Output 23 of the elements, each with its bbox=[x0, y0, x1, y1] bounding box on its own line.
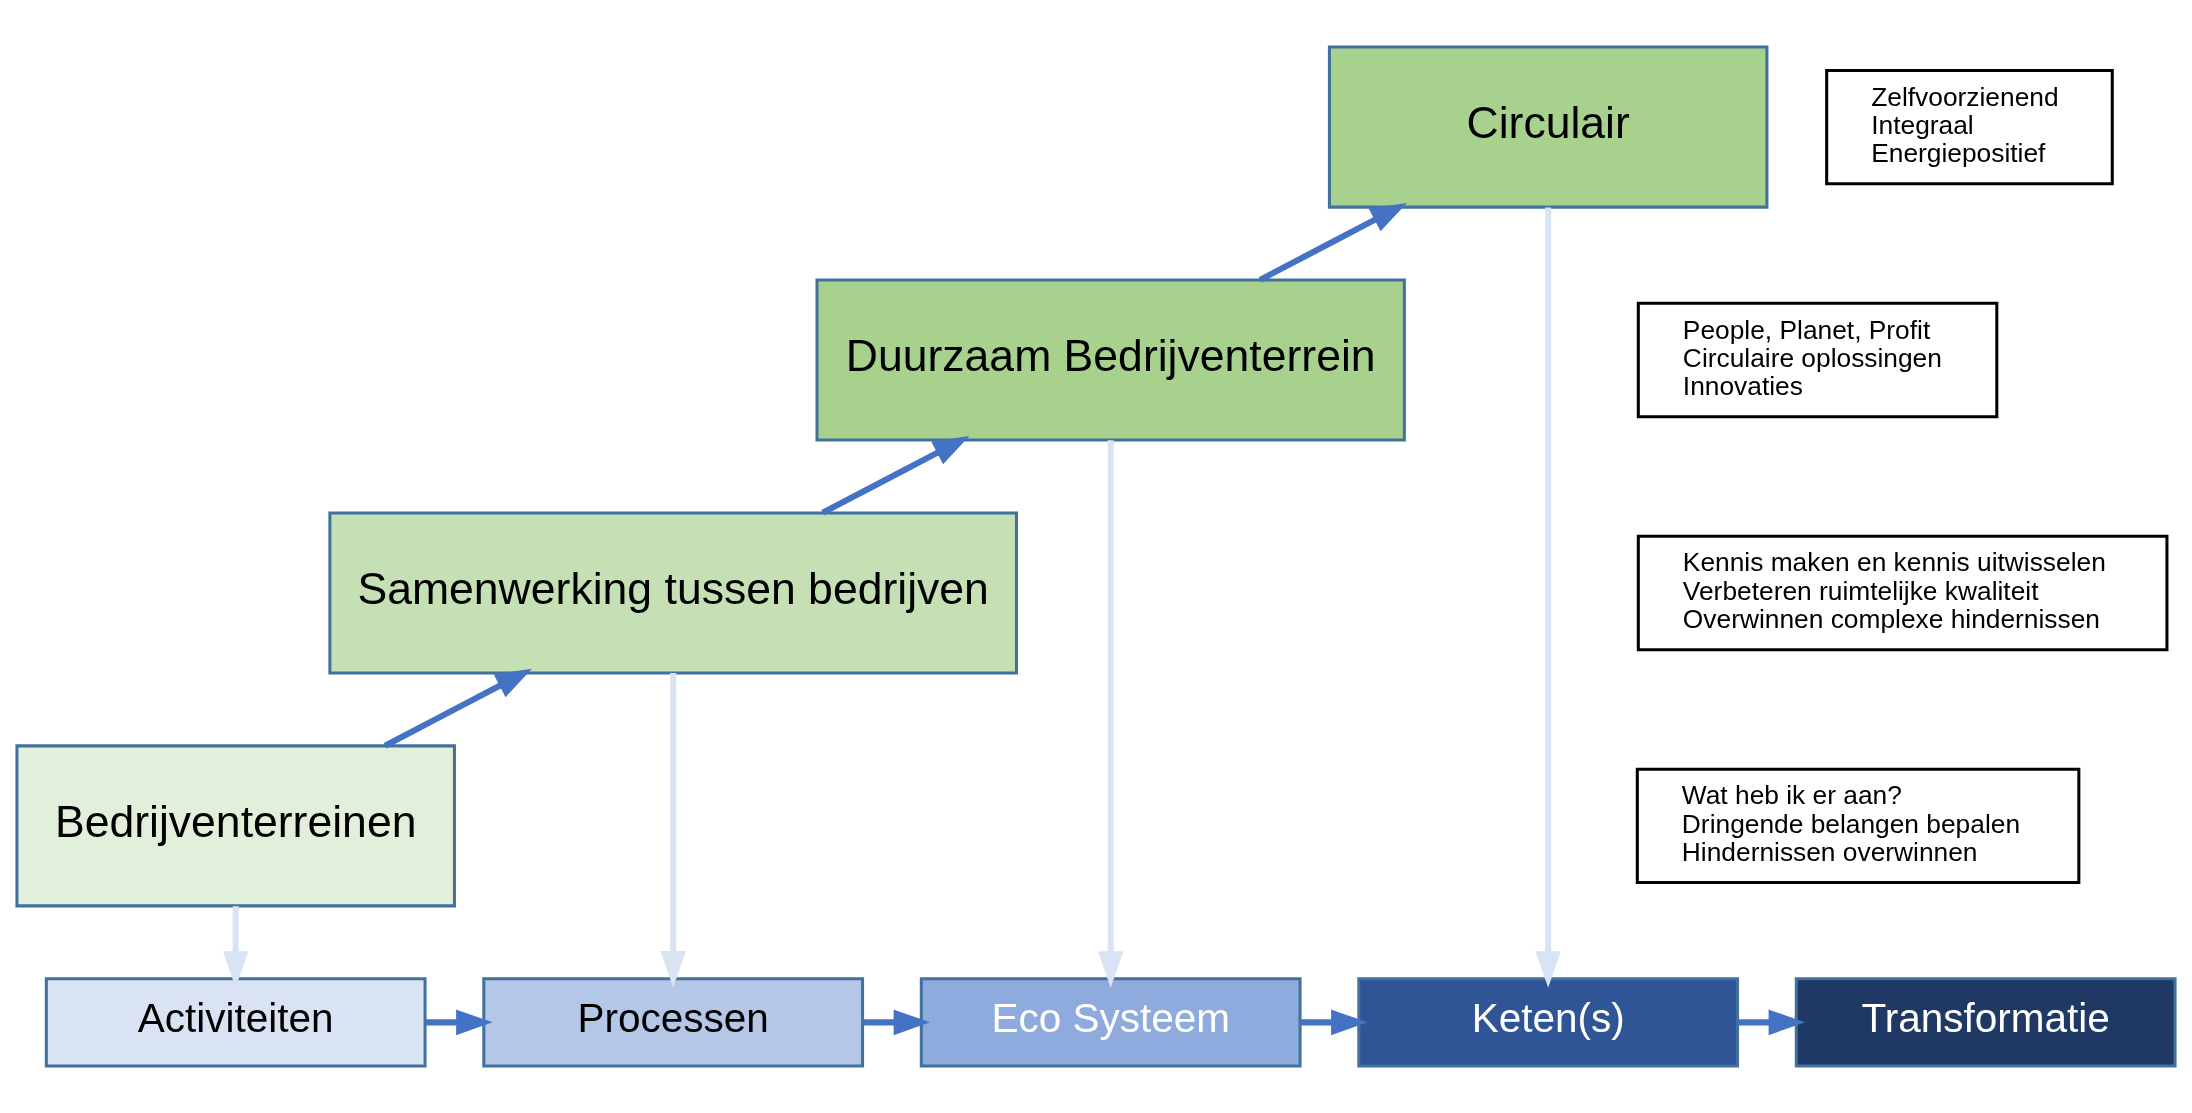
node-box: Zelfvoorzienend Integraal Energiepositief bbox=[1825, 68, 2114, 186]
node-box: Processen bbox=[482, 977, 865, 1068]
arrow bbox=[383, 668, 532, 749]
node-box: Circulair bbox=[1327, 45, 1769, 209]
node-box: Kennis maken en kennis uitwisselen Verbeteren ruimtelijke kwaliteit Overwinnen complexe hindernissen bbox=[1636, 534, 2169, 652]
node-box: Wat heb ik er aan? Dringende belangen bepalen Hindernissen overwinnen bbox=[1635, 767, 2081, 885]
arrow bbox=[862, 1009, 931, 1036]
arrow bbox=[1258, 203, 1407, 283]
node-box: Transformatie bbox=[1794, 977, 2177, 1068]
arrow bbox=[425, 1009, 493, 1036]
arrow bbox=[821, 435, 970, 516]
node-box: Bedrijventerreinen bbox=[15, 744, 456, 908]
node-box: Eco Systeem bbox=[919, 977, 1302, 1068]
node-box: Activiteiten bbox=[44, 977, 427, 1068]
node-box: People, Planet, Profit Circulaire oplossingen Innovaties bbox=[1636, 301, 1999, 419]
node-box: Keten(s) bbox=[1357, 977, 1740, 1068]
arrow bbox=[1300, 1009, 1368, 1036]
node-box: Samenwerking tussen bedrijven bbox=[328, 511, 1018, 675]
node-box: Duurzaam Bedrijventerrein bbox=[815, 278, 1406, 442]
arrow bbox=[1737, 1009, 1806, 1036]
arrow bbox=[1097, 440, 1124, 988]
arrow bbox=[1535, 207, 1561, 988]
arrow bbox=[660, 673, 686, 988]
